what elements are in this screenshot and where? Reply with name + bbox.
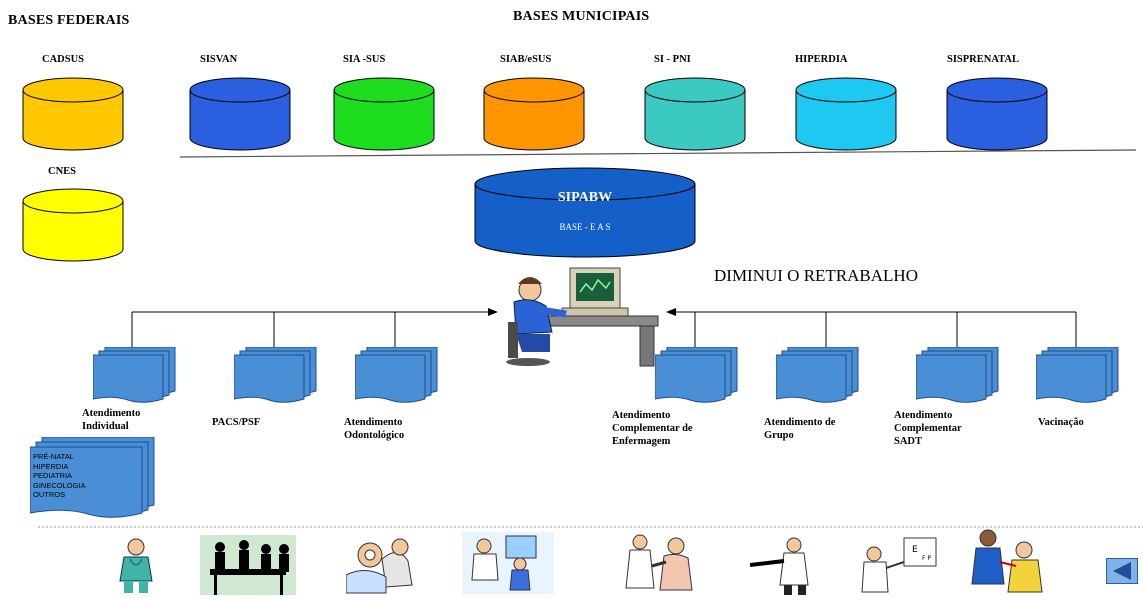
module-label-atendimento-complementar-enfermagem: Atendimento Complementar de Enfermagem bbox=[612, 410, 693, 447]
subtype-item: GINECOLOGIA bbox=[33, 480, 86, 490]
db-label-sisvan: SISVAN bbox=[200, 54, 238, 65]
db-label-cnes: CNES bbox=[48, 166, 77, 177]
back-button[interactable] bbox=[1106, 558, 1138, 584]
svg-text:F P: F P bbox=[922, 555, 931, 562]
doctor-clipart-icon bbox=[112, 535, 160, 600]
back-arrow-icon bbox=[1113, 562, 1131, 580]
module-label-atendimento-odontologico: Atendimento Odontológico bbox=[344, 417, 405, 441]
doc-stack-atendimento-individual-icon bbox=[92, 346, 177, 408]
footer-dotted-divider bbox=[38, 526, 1143, 528]
sipabw-title: SIPABW bbox=[557, 190, 613, 205]
db-label-sisprenatal: SISPRENATAL bbox=[947, 54, 1019, 65]
doc-stack-atendimento-complementar-sadt-icon bbox=[915, 346, 1000, 408]
cnes-database-icon bbox=[22, 187, 124, 263]
hiperdia-database-icon bbox=[795, 76, 897, 152]
doc-stack-atendimento-odontologico-icon bbox=[354, 346, 439, 408]
cadsus-database-icon bbox=[22, 76, 124, 152]
pediatric-consult-clipart-icon bbox=[462, 532, 554, 599]
slogan-text: DIMINUI O RETRABALHO bbox=[714, 266, 918, 285]
si-pni-database-icon bbox=[644, 76, 746, 152]
db-label-sia-sus: SIA -SUS bbox=[343, 54, 386, 65]
dentist-clipart-icon bbox=[345, 535, 424, 600]
db-label-hiperdia: HIPERDIA bbox=[795, 54, 848, 65]
individual-subtypes-list: PRÉ-NATAL HIPERDIA PEDIATRIA GINECOLOGIA… bbox=[33, 452, 86, 500]
sisprenatal-database-icon bbox=[946, 76, 1048, 152]
subtype-item: HIPERDIA bbox=[33, 461, 69, 471]
svg-text:E: E bbox=[912, 545, 918, 555]
siab-esus-database-icon bbox=[483, 76, 585, 152]
module-label-atendimento-complementar-sadt: Atendimento Complementar SADT bbox=[894, 410, 962, 447]
module-label-vacinacao: Vacinação bbox=[1038, 417, 1084, 428]
subtype-item: PEDIATRIA bbox=[33, 471, 73, 480]
subtype-item: PRÉ-NATAL bbox=[33, 452, 74, 461]
subtype-item: OUTROS bbox=[33, 490, 66, 499]
db-label-si-pni: SI - PNI bbox=[654, 54, 691, 65]
eye-exam-clipart-icon: E F P bbox=[860, 532, 946, 599]
doctor-thinking-clipart-icon bbox=[749, 535, 830, 600]
nurse-patient-clipart-icon bbox=[620, 532, 706, 599]
sipabw-subtitle: BASE - E A S bbox=[559, 222, 611, 232]
sipabw-database-icon bbox=[474, 167, 696, 259]
municipal-bases-header: BASES MUNICIPAIS bbox=[513, 9, 650, 24]
doc-stack-atendimento-complementar-enfermagem-icon bbox=[654, 346, 739, 408]
federal-bases-header: BASES FEDERAIS bbox=[8, 13, 130, 28]
sia-sus-database-icon bbox=[333, 76, 435, 152]
module-label-pacs-psf: PACS/PSF bbox=[212, 417, 261, 428]
sisvan-database-icon bbox=[189, 76, 291, 152]
doc-stack-pacs-psf-icon bbox=[233, 346, 318, 408]
vaccination-clipart-icon bbox=[958, 528, 1054, 599]
individual-subtypes-doc-stack bbox=[29, 436, 156, 524]
doc-stack-atendimento-de-grupo-icon bbox=[775, 346, 860, 408]
db-label-cadsus: CADSUS bbox=[42, 54, 85, 65]
municipal-bases-divider bbox=[180, 149, 1137, 158]
computer-user-icon bbox=[500, 262, 660, 377]
db-label-siab-esus: SIAB/eSUS bbox=[500, 54, 552, 65]
module-label-atendimento-de-grupo: Atendimento de Grupo bbox=[764, 417, 836, 441]
doc-stack-vacinacao-icon bbox=[1035, 346, 1120, 408]
module-label-atendimento-individual: Atendimento Individual bbox=[82, 408, 141, 432]
group-meeting-clipart-icon bbox=[200, 535, 296, 600]
